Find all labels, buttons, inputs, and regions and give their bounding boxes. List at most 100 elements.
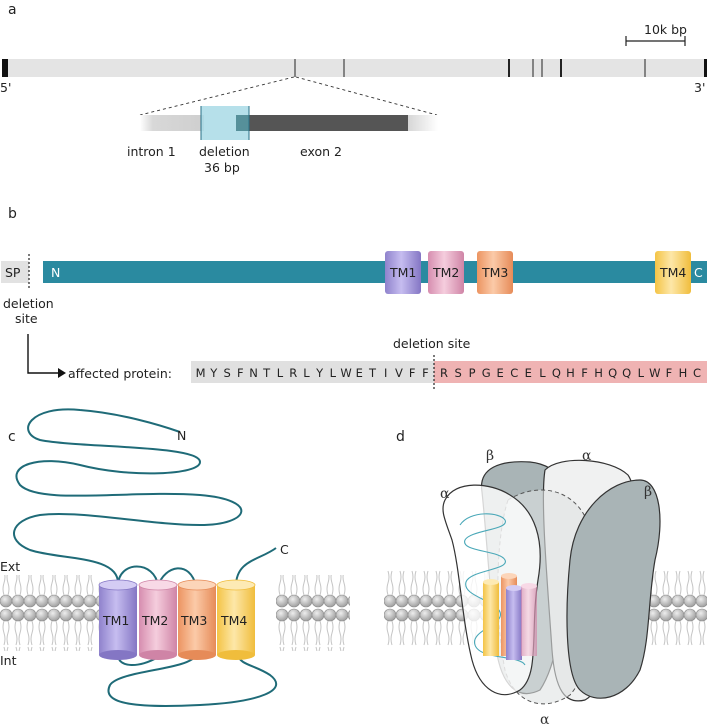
- scale-bar: 10k bp: [625, 22, 687, 46]
- panel-a: a 10k bp 5' 3': [0, 2, 707, 175]
- loop-intra-2: [107, 654, 278, 707]
- sequence-after-residue: Q: [622, 366, 631, 380]
- tm4-domain: [655, 251, 691, 294]
- sequence-before-residue: L: [303, 366, 310, 380]
- tm1-domain: [385, 251, 421, 294]
- exon-2-segment: [236, 115, 408, 131]
- sequence-before-residue: E: [356, 366, 363, 380]
- n-terminus-label: N: [51, 265, 60, 280]
- sequence-before-box: [191, 361, 434, 383]
- sequence-after-residue: E: [497, 366, 504, 380]
- panel-c: c Ext Int N C: [0, 408, 350, 707]
- five-prime-label: 5': [0, 80, 11, 95]
- tm4-c-label: TM4: [220, 613, 247, 628]
- tm1-c-label: TM1: [102, 613, 129, 628]
- panel-d-letter: d: [396, 429, 405, 445]
- sequence-after-residue: R: [440, 366, 448, 380]
- sequence-before-residue: I: [384, 366, 387, 380]
- three-prime-label: 3': [694, 80, 705, 95]
- affected-protein-label: affected protein:: [68, 366, 172, 381]
- sequence-after-residue: P: [469, 366, 476, 380]
- signal-peptide: [1, 261, 29, 283]
- tm3-label: TM3: [481, 265, 508, 280]
- alpha-top-label: α: [582, 448, 592, 464]
- gene-end-exon: [704, 59, 707, 77]
- sequence-after-residue: L: [638, 366, 645, 380]
- c-terminus-c-label: C: [280, 542, 289, 557]
- alpha-left-label: α: [440, 486, 450, 502]
- c-terminal-tail: [235, 547, 277, 587]
- gene-start-exon: [2, 59, 8, 77]
- panel-b: b SP N C TM1 TM2 TM3 TM4 deletion site a…: [1, 206, 707, 390]
- affected-arrow: [27, 334, 58, 374]
- sequence-after-residue: Q: [552, 366, 561, 380]
- zoom-line-left: [139, 76, 295, 116]
- n-terminal-loop: [13, 408, 243, 584]
- exon-label: exon 2: [300, 144, 342, 159]
- intron-segment: [140, 115, 204, 131]
- tm2-domain: [428, 251, 464, 294]
- tm4-label: TM4: [659, 265, 686, 280]
- sequence-before-residue: T: [368, 366, 377, 380]
- panel-c-letter: c: [8, 429, 16, 445]
- sequence-after-residue: Q: [608, 366, 617, 380]
- sequence-after-residue: S: [454, 366, 461, 380]
- sequence-before-residue: Y: [209, 366, 218, 380]
- panel-b-letter: b: [8, 206, 17, 222]
- sequence-after-residue: H: [566, 366, 575, 380]
- sequence-after-residue: W: [649, 366, 660, 380]
- tm2-label: TM2: [432, 265, 459, 280]
- intron-label: intron 1: [127, 144, 176, 159]
- int-label: Int: [0, 653, 17, 668]
- sequence-after-residue: H: [594, 366, 603, 380]
- deletion-size-label: 36 bp: [204, 160, 240, 175]
- tm3-domain: [477, 251, 513, 294]
- sequence-after-residue: C: [693, 366, 701, 380]
- c-terminus-label: C: [694, 265, 703, 280]
- affected-arrow-head: [58, 368, 66, 378]
- tm2-c-label: TM2: [141, 613, 168, 628]
- loop-tm1-tm2: [117, 565, 159, 587]
- tm3-c-label: TM3: [180, 613, 207, 628]
- deletion-site-label-line2: site: [15, 311, 38, 326]
- membrane-left: [0, 575, 100, 651]
- sequence-before-residue: N: [249, 366, 258, 380]
- sequence-after-residue: C: [510, 366, 518, 380]
- sequence-before-residue: V: [395, 366, 403, 380]
- exon-marks: [294, 59, 646, 77]
- beta-subunit-right: [566, 479, 661, 699]
- sequence-before-residue: M: [196, 366, 206, 380]
- zoom-line-right: [295, 76, 438, 116]
- sequence-before-residue: L: [277, 366, 284, 380]
- sequence-before-residue: L: [330, 366, 337, 380]
- tm2-cylinder: [138, 579, 178, 660]
- membrane-right: [276, 575, 350, 651]
- beta-right-label: β: [644, 484, 652, 500]
- deletion-site-top-label: deletion site: [393, 336, 471, 351]
- downstream-intron-segment: [408, 115, 438, 131]
- mature-protein-bar: [43, 261, 707, 283]
- beta-top-label: β: [486, 448, 494, 464]
- sequence-before-residue: W: [340, 366, 351, 380]
- ext-label: Ext: [0, 559, 20, 574]
- sp-label: SP: [5, 265, 21, 280]
- gene-bar: [2, 59, 707, 77]
- sequence-after-box: [434, 361, 707, 383]
- scale-bar-label: 10k bp: [644, 22, 687, 37]
- deletion-site-label-line1: deletion: [3, 296, 54, 311]
- panel-d: d β α α β α: [384, 429, 707, 728]
- sequence-after-residue: E: [525, 366, 532, 380]
- deletion-label: deletion: [199, 144, 250, 159]
- sequence-before-residue: R: [289, 366, 297, 380]
- sequence-before-residue: S: [223, 366, 230, 380]
- alpha-squiggle: [459, 513, 526, 666]
- alpha-bottom-label: α: [540, 712, 550, 728]
- mini-tm-cylinders: [483, 573, 537, 660]
- n-terminus-c-label: N: [177, 428, 186, 443]
- sequence-before-residue: F: [237, 366, 244, 380]
- deletion-exon-overlap: [236, 115, 249, 131]
- panel-a-letter: a: [8, 2, 17, 18]
- tm1-cylinder: [98, 579, 138, 660]
